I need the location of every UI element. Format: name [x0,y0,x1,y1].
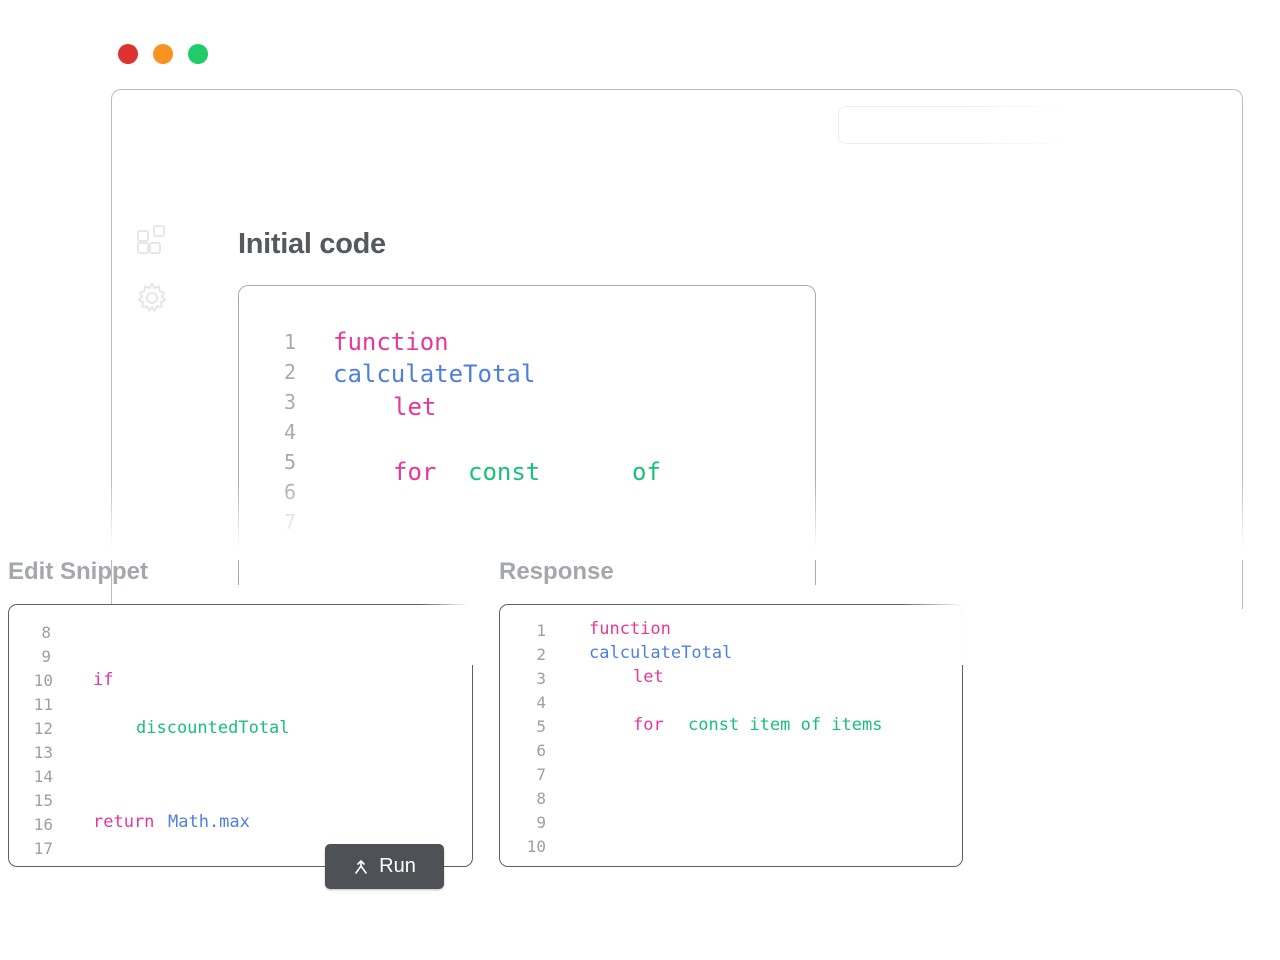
merge-arrow-icon [355,859,367,874]
line-number: 15 [33,791,53,810]
line-number: 6 [536,741,546,760]
app-window [111,89,1243,609]
code-token: Math.max [168,812,250,832]
edit-snippet-title: Edit Snippet [8,558,148,585]
code-token: for [633,715,664,735]
window-controls [118,44,208,64]
grid-icon[interactable] [136,225,168,257]
line-number: 2 [283,360,296,384]
minimize-window-button[interactable] [153,44,173,64]
code-token: let [633,667,664,687]
line-number: 12 [33,719,53,738]
code-token: const item of items [688,715,883,735]
gear-icon[interactable] [136,282,168,314]
code-token: function [589,619,671,639]
edit-snippet-editor[interactable]: 8 9 10 11 12 13 14 15 16 17 if discounte… [8,604,473,867]
line-number: 17 [33,839,53,858]
line-number: 1 [283,330,296,354]
code-token: calculateTotal [589,643,733,663]
line-number: 11 [33,695,53,714]
code-token: discountedTotal [136,718,290,738]
response-title: Response [499,558,614,585]
search-bar-fade [960,100,1120,150]
line-number: 1 [536,621,546,640]
initial-code-editor [238,285,816,585]
line-number: 10 [526,837,546,856]
code-token: calculateTotal [333,360,536,388]
initial-code-title: Initial code [238,228,386,260]
line-number: 9 [536,813,546,832]
line-number: 7 [536,765,546,784]
line-number: 16 [33,815,53,834]
line-number: 5 [536,717,546,736]
code-token: if [93,670,114,690]
line-number: 10 [33,671,53,690]
run-button-label: Run [379,855,416,877]
window-fade [100,480,1260,560]
line-number: 8 [41,623,51,642]
maximize-window-button[interactable] [188,44,208,64]
line-number: 5 [283,450,296,474]
line-number: 9 [41,647,51,666]
line-number: 3 [283,390,296,414]
code-token: let [393,393,437,421]
line-number: 3 [536,669,546,688]
run-button[interactable]: Run [325,844,444,889]
close-window-button[interactable] [118,44,138,64]
line-number: 14 [33,767,53,786]
code-token: return [93,812,155,832]
response-editor: 1 2 3 4 5 6 7 8 9 10 function calculateT… [499,604,963,867]
panel-edge-fade [420,595,480,665]
line-number: 4 [283,420,296,444]
line-number: 4 [536,693,546,712]
code-token: function [333,328,449,356]
line-number: 8 [536,789,546,808]
panel-edge-fade [900,595,980,665]
line-number: 13 [33,743,53,762]
line-number: 2 [536,645,546,664]
